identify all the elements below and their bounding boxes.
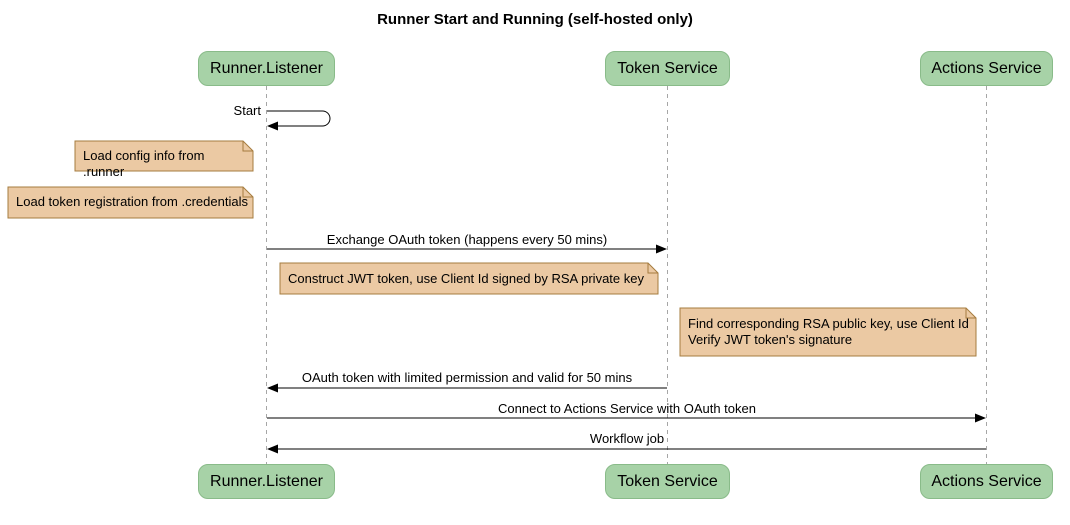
actor-bottom-actions-service: Actions Service (920, 464, 1053, 499)
message-label-start: Start (233, 103, 261, 118)
actor-bottom-runner-listener: Runner.Listener (198, 464, 335, 499)
message-arrowhead-workflow-job (267, 444, 278, 454)
diagram-title: Runner Start and Running (self-hosted on… (377, 11, 693, 28)
note-shape-load-config (74, 140, 254, 172)
note-fold-construct-jwt (647, 263, 658, 274)
message-label-workflow-job: Workflow job (589, 431, 665, 446)
message-label-oauth-token-return: OAuth token with limited permission and … (301, 370, 633, 385)
note-construct-jwt: Construct JWT token, use Client Id signe… (288, 271, 644, 286)
note-shape-load-token-registration (7, 186, 254, 219)
actor-bottom-token-service: Token Service (605, 464, 730, 499)
message-arrowhead-oauth-token-return (267, 383, 278, 393)
note-fold-load-config (242, 141, 253, 152)
message-arrowhead-connect-actions (975, 413, 986, 423)
note-load-token-registration: Load token registration from .credential… (16, 194, 248, 209)
self-message-arrow (267, 110, 331, 127)
note-load-config: Load config info from .runner (83, 148, 205, 179)
actor-label: Runner.Listener (210, 472, 323, 490)
actor-top-token-service: Token Service (605, 51, 730, 86)
actor-label: Actions Service (931, 472, 1042, 490)
actor-label: Token Service (617, 472, 718, 490)
note-shape-construct-jwt (279, 262, 659, 295)
actor-label: Token Service (617, 59, 718, 77)
note-verify-jwt: Find corresponding RSA public key, use C… (688, 316, 969, 347)
actor-label: Actions Service (931, 59, 1042, 77)
actor-label: Runner.Listener (210, 59, 323, 77)
message-arrowhead-exchange-oauth (656, 244, 667, 254)
note-fold-verify-jwt (965, 308, 976, 319)
message-label-exchange-oauth: Exchange OAuth token (happens every 50 m… (326, 232, 608, 247)
message-label-connect-actions: Connect to Actions Service with OAuth to… (498, 401, 756, 416)
note-fold-load-token-registration (242, 187, 253, 198)
self-message-arrowhead (267, 121, 278, 131)
actor-top-runner-listener: Runner.Listener (198, 51, 335, 86)
note-shape-verify-jwt (679, 307, 977, 357)
actor-top-actions-service: Actions Service (920, 51, 1053, 86)
